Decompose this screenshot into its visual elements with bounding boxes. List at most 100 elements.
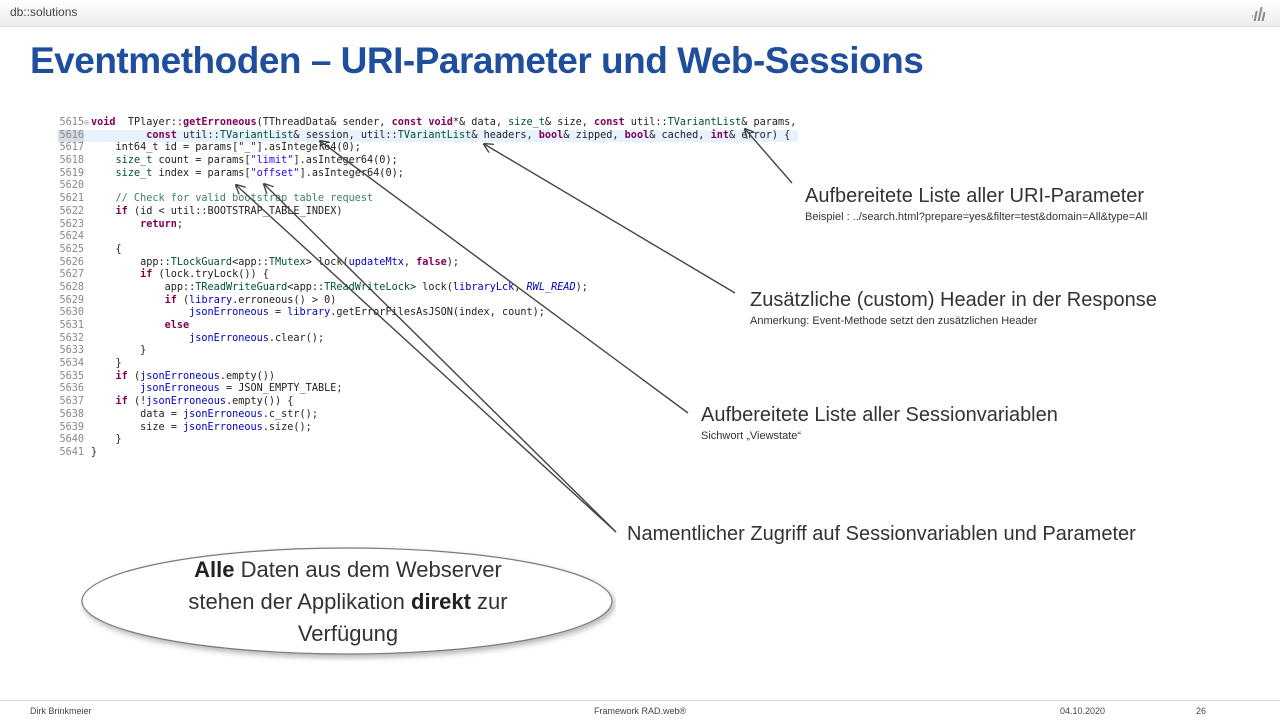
code-token: = <box>268 307 288 319</box>
code-token: TVariantList <box>219 129 294 141</box>
line-number: 5640 <box>59 434 84 446</box>
code-token: (! <box>127 396 147 408</box>
code-token: app:: <box>91 281 196 293</box>
annotation-session-title: Aufbereitete Liste aller Sessionvariable… <box>701 404 1058 426</box>
code-token: jsonErroneous <box>183 421 263 433</box>
annotation-uri-example: Beispiel : ../search.html?prepare=yes&fi… <box>805 211 1148 223</box>
code-line: 5631 else <box>58 320 798 333</box>
code-token: "limit" <box>250 155 294 167</box>
code-line: 5617 int64_t id = params["_"].asInteger6… <box>58 142 798 155</box>
line-number: 5615 <box>59 117 84 128</box>
code-token: } <box>91 446 98 458</box>
code-token <box>91 307 189 318</box>
code-token: *& data, <box>452 117 509 128</box>
ellipse-shape <box>81 547 613 655</box>
code-token: if <box>140 269 153 281</box>
line-number: 5633 <box>59 345 84 357</box>
code-token: ); <box>446 256 460 268</box>
code-token: bool <box>538 129 564 141</box>
code-token: } <box>91 434 122 446</box>
code-token: util:: <box>176 129 220 141</box>
fold-marker-icon[interactable]: ⊖ <box>84 118 89 127</box>
code-line: 5636 jsonErroneous = JSON_EMPTY_TABLE; <box>58 383 798 396</box>
code-token: util:: <box>624 117 668 128</box>
footer-product: Framework RAD.web® <box>594 706 687 716</box>
line-number: 5631 <box>59 320 84 331</box>
code-token <box>91 269 140 280</box>
code-line: 5625 { <box>58 244 798 257</box>
code-token: if <box>115 396 128 408</box>
code-token: .size(); <box>262 421 312 433</box>
annotation-session: Aufbereitete Liste aller Sessionvariable… <box>701 404 1058 442</box>
code-token: updateMtx <box>348 256 404 268</box>
line-number: 5625 <box>59 243 84 255</box>
code-token: false <box>416 256 447 268</box>
callout-text: Alle Daten aus dem Webserver stehen der … <box>80 554 616 650</box>
line-number: 5630 <box>59 307 84 319</box>
callout-bold-direct: direkt <box>411 589 471 614</box>
code-line: 5615⊖void TPlayer::getErroneous(TThreadD… <box>58 117 798 130</box>
code-token: library <box>189 294 233 306</box>
code-token: int64_t id = params["_"].asInteger64(0); <box>91 142 361 154</box>
line-number: 5637 <box>59 396 84 408</box>
code-line: 5619 size_t index = params["offset"].asI… <box>58 168 798 181</box>
code-token: (id < util::BOOTSTRAP_TABLE_INDEX) <box>127 205 343 217</box>
code-token: if <box>115 370 128 382</box>
code-token: if <box>164 294 177 306</box>
line-number: 5639 <box>59 421 84 433</box>
code-token: .erroneous() > 0) <box>232 294 337 306</box>
code-line: 5623 return; <box>58 219 798 232</box>
code-line: 5624 <box>58 231 798 244</box>
code-token: ].asInteger64(0); <box>299 167 404 179</box>
code-token: & params, <box>741 117 797 128</box>
code-token: jsonErroneous <box>146 396 226 408</box>
annotation-access-title: Namentlicher Zugriff auf Sessionvariable… <box>627 523 1136 545</box>
code-token: const <box>146 129 177 141</box>
line-number: 5618 <box>59 155 84 167</box>
code-line: 5639 size = jsonErroneous.size(); <box>58 422 798 435</box>
code-token: jsonErroneous <box>183 408 263 420</box>
code-line: 5621 // Check for valid bootstrap table … <box>58 193 798 206</box>
code-token: ( <box>127 370 141 382</box>
footer-date: 04.10.2020 <box>1060 706 1106 716</box>
code-token: ); <box>575 281 588 293</box>
annotation-session-keyword: Sichwort „Viewstate“ <box>701 430 802 442</box>
code-line: 5633 } <box>58 345 798 358</box>
code-token: .clear(); <box>268 332 325 344</box>
code-line: 5638 data = jsonErroneous.c_str(); <box>58 409 798 422</box>
code-token: library <box>287 307 331 319</box>
code-line: 5616 const util::TVariantList& session, … <box>58 129 798 143</box>
code-line: 5641} <box>58 447 798 460</box>
code-token: .getErrorFilesAsJSON(index, count); <box>330 307 545 319</box>
code-token: jsonErroneous <box>189 307 269 319</box>
line-number: 5638 <box>59 408 84 420</box>
code-token: .empty()) <box>219 370 276 382</box>
line-number: 5624 <box>59 231 84 243</box>
code-line: 5632 jsonErroneous.clear(); <box>58 333 798 346</box>
code-token: data = <box>91 408 184 420</box>
code-token <box>91 219 140 230</box>
code-token: void <box>91 117 116 128</box>
line-number: 5632 <box>59 332 84 344</box>
callout-line-2-post: zur <box>470 589 508 614</box>
code-token: TLockGuard <box>170 256 233 268</box>
code-line: 5620 <box>58 180 798 193</box>
line-number: 5628 <box>59 281 84 293</box>
code-line: 5635 if (jsonErroneous.empty()) <box>58 371 798 384</box>
line-number: 5636 <box>59 383 84 395</box>
code-token: index = params[ <box>152 167 251 179</box>
line-number: 5627 <box>59 269 84 281</box>
code-line: 5640 } <box>58 434 798 447</box>
code-token: & zipped, <box>563 129 625 141</box>
code-line: 5634 } <box>58 358 798 371</box>
code-token: & headers, <box>471 129 539 141</box>
code-line: 5628 app::TReadWriteGuard<app::TReadWrit… <box>58 282 798 295</box>
code-token: .empty()) { <box>225 396 294 408</box>
line-number: 5617 <box>59 142 84 154</box>
annotation-uri-title: Aufbereitete Liste aller URI-Parameter <box>805 185 1145 207</box>
callout-line-2-pre: stehen der Applikation <box>188 589 411 614</box>
code-token: TVariantList <box>667 117 742 128</box>
code-token: size = <box>91 421 184 433</box>
line-number: 5620 <box>59 180 84 192</box>
code-token: if <box>115 205 128 217</box>
